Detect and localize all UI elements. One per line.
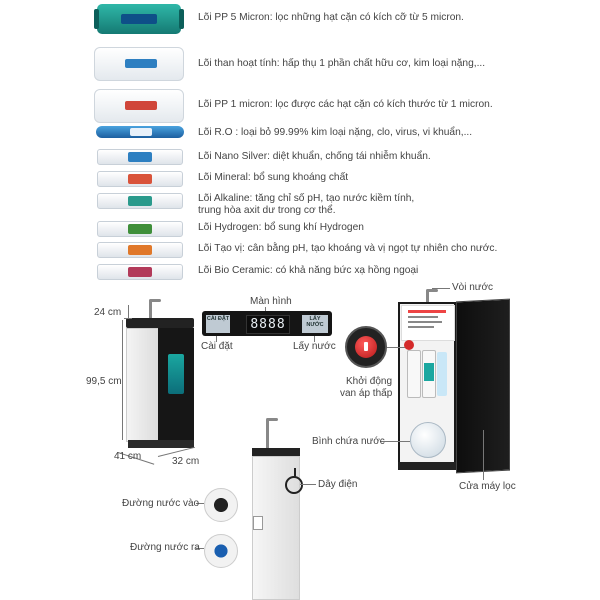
water-out-port-zoom (204, 534, 238, 568)
filter-ro-image (96, 126, 184, 138)
filter-label-ro: Lõi R.O : loại bỏ 99.99% kim loại nặng, … (198, 127, 473, 138)
panel-screen-label: Màn hình (250, 296, 292, 307)
faucet-label: Vòi nước (452, 282, 494, 293)
filter-pp1-image (94, 89, 184, 123)
display-digits: 8888 (250, 317, 286, 332)
display-screen: 8888 (246, 315, 290, 334)
filter-bio-ceramic-image (97, 264, 183, 280)
tank-label: Bình chứa nước (312, 436, 385, 447)
filter-label-carbon: Lõi than hoạt tính: hấp thụ 1 phần chất … (198, 58, 486, 69)
filter-hydrogen-image (97, 221, 183, 237)
faucet-internal-icon (426, 290, 429, 306)
dimension-width: 32 cm (172, 456, 200, 467)
dimension-depth: 41 cm (114, 451, 142, 462)
filter-alkaline-image (97, 193, 183, 209)
filter-label-pp1: Lõi PP 1 micron: lọc được các hạt cặn có… (198, 99, 493, 110)
control-panel: CÀI ĐẶT 8888 LẤY NƯỚC (202, 311, 332, 336)
dimension-top-height: 24 cm (94, 307, 122, 318)
settings-button[interactable]: CÀI ĐẶT (206, 315, 230, 333)
water-out-label: Đường nước ra (130, 542, 200, 553)
filter-carbon-image (94, 47, 184, 81)
filter-label-pp5: Lõi PP 5 Micron: lọc những hạt cặn có kí… (198, 12, 464, 23)
back-ports (253, 516, 263, 530)
door-label: Cửa máy lọc (459, 481, 516, 492)
filter-label-alkaline-line2: trung hòa axit dư trong cơ thể. (198, 205, 336, 216)
water-tank (410, 422, 446, 458)
pump-switch-label-line2: van áp thấp (340, 388, 393, 399)
power-cord (285, 476, 303, 494)
pump-switch-label-line1: Khởi động (346, 376, 393, 387)
dimension-body-height: 99,5 cm (86, 376, 122, 387)
filter-taste-image (97, 242, 183, 258)
water-in-port-zoom (204, 488, 238, 522)
filter-nano-silver-image (97, 149, 183, 165)
settings-button-text: CÀI ĐẶT (206, 316, 230, 322)
power-cord-label: Dây điện (318, 479, 358, 490)
filter-label-hydrogen: Lõi Hydrogen: bổ sung khí Hydrogen (198, 222, 364, 233)
water-in-label: Đường nước vào (122, 498, 200, 509)
filter-label-bio-ceramic: Lõi Bio Ceramic: có khả năng bức xạ hồng… (198, 265, 419, 276)
filter-label-alkaline: Lõi Alkaline: tăng chỉ số pH, tạo nước k… (198, 193, 414, 217)
filter-label-nano-silver: Lõi Nano Silver: diệt khuẩn, chống tái n… (198, 151, 431, 162)
filter-label-taste: Lõi Tạo vị: cân bằng pH, tạo khoáng và v… (198, 243, 498, 254)
filter-mineral-image (97, 171, 183, 187)
dispense-button[interactable]: LẤY NƯỚC (302, 315, 328, 333)
machine-front-panel (158, 328, 194, 442)
filter-label-mineral: Lõi Mineral: bổ sung khoáng chất (198, 172, 349, 183)
panel-settings-label: Cài đặt (201, 341, 233, 352)
filter-pp5-image (94, 4, 184, 34)
faucet-icon (149, 300, 152, 320)
pump-switch-zoom[interactable] (345, 326, 387, 368)
panel-dispense-label: Lấy nước (293, 341, 336, 352)
filter-label-alkaline-line1: Lõi Alkaline: tăng chỉ số pH, tạo nước k… (198, 193, 415, 204)
dispense-button-text: LẤY NƯỚC (306, 316, 324, 328)
